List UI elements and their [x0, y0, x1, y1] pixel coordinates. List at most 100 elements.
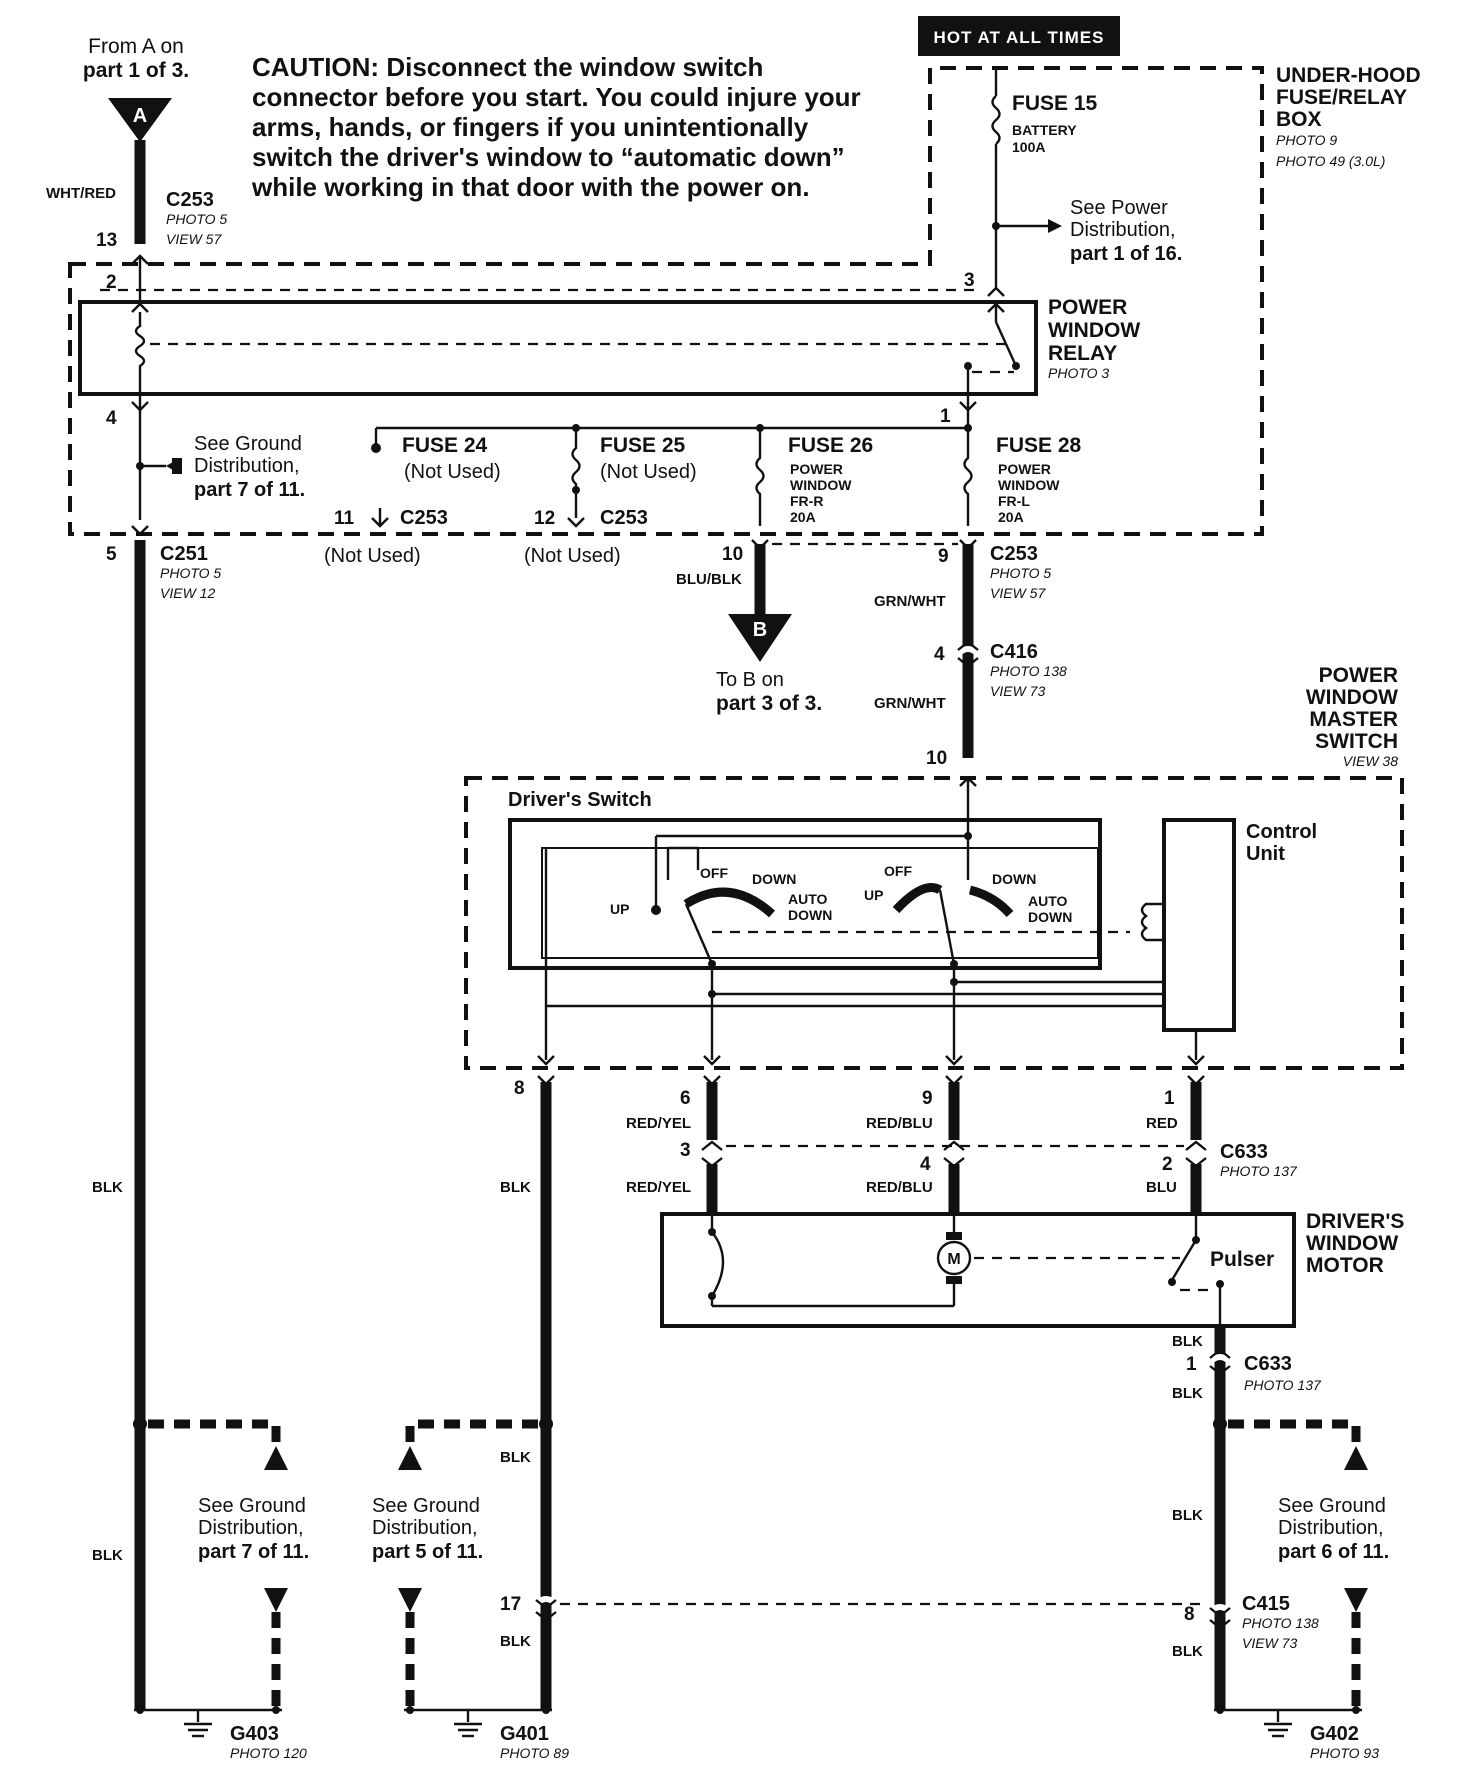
control-unit-coil	[1140, 902, 1164, 942]
c415-photo: PHOTO 138	[1242, 1615, 1319, 1631]
wire-color-blu: BLU	[1146, 1179, 1177, 1196]
svg-text:WINDOW: WINDOW	[1306, 686, 1398, 709]
c415-name: C415	[1242, 1593, 1290, 1615]
svg-text:FR-L: FR-L	[998, 493, 1030, 509]
drivers-switch-box	[508, 818, 1102, 970]
ground-g401: G401 PHOTO 89	[404, 1706, 569, 1761]
c253-pin12-name: C253	[600, 507, 648, 529]
svg-text:Distribution,: Distribution,	[1278, 1517, 1384, 1539]
fuse28-symbol	[963, 428, 973, 526]
pin-13: 13	[96, 230, 117, 251]
svg-text:Distribution,: Distribution,	[194, 455, 300, 477]
svg-text:PHOTO 9: PHOTO 9	[1276, 132, 1337, 148]
c633-bottom-name: C633	[1244, 1353, 1292, 1375]
caution-line: CAUTION: Disconnect the window switch	[252, 52, 763, 82]
connector-b-marker: B	[728, 614, 792, 662]
fuse26-symbol	[755, 428, 765, 526]
pin-2b: 2	[1162, 1154, 1173, 1175]
c253-top-photo: PHOTO 5	[166, 211, 227, 227]
pulser-label: Pulser	[1210, 1248, 1274, 1271]
switch-up-label: UP	[610, 901, 629, 917]
c633-bottom-photo: PHOTO 137	[1244, 1377, 1322, 1393]
c253-top-view: VIEW 57	[166, 231, 222, 247]
c253-top-name: C253	[166, 189, 214, 211]
to-b-line1: To B on	[716, 669, 784, 691]
c416-photo: PHOTO 138	[990, 663, 1067, 679]
pin-1b: 1	[1164, 1088, 1175, 1109]
pin-4c: 4	[920, 1154, 931, 1175]
svg-text:See Ground: See Ground	[372, 1495, 480, 1517]
switch-left: UP OFF DOWN AUTO DOWN	[610, 865, 832, 968]
pin-5: 5	[106, 544, 117, 565]
switch-up-label: UP	[864, 887, 883, 903]
c251-photo: PHOTO 5	[160, 565, 221, 581]
svg-text:FUSE/RELAY: FUSE/RELAY	[1276, 86, 1407, 109]
g402-name: G402	[1310, 1723, 1359, 1745]
see-ground-left-label: See Ground Distribution, part 7 of 11.	[198, 1495, 309, 1563]
svg-text:part 7 of 11.: part 7 of 11.	[198, 1541, 309, 1563]
fuse26-details: POWER WINDOW FR-R 20A	[790, 461, 852, 525]
pin-4b: 4	[934, 644, 945, 665]
fuse25-note: (Not Used)	[600, 461, 697, 483]
caution-line: switch the driver's window to “automatic…	[252, 142, 845, 172]
see-power-line1: See Power	[1070, 197, 1168, 219]
pin-10b: 10	[926, 748, 947, 769]
ground-g402: G402 PHOTO 93	[1214, 1706, 1379, 1761]
svg-text:See Ground: See Ground	[198, 1495, 306, 1517]
wire-color-blk: BLK	[1172, 1643, 1203, 1660]
g401-name: G401	[500, 1723, 549, 1745]
wire-color-blk: BLK	[1172, 1385, 1203, 1402]
drivers-window-motor-label: DRIVER'S WINDOW MOTOR	[1306, 1210, 1404, 1277]
caution-line: arms, hands, or fingers if you unintenti…	[252, 112, 809, 142]
c415-view: VIEW 73	[1242, 1635, 1297, 1651]
switch-down-label: DOWN	[752, 871, 796, 887]
pin-8b: 8	[1184, 1604, 1195, 1625]
svg-text:See Ground: See Ground	[194, 433, 302, 455]
fuse-relay-box-outline	[68, 66, 1264, 536]
drivers-window-motor-box	[660, 1212, 1296, 1328]
svg-text:HOT AT ALL TIMES: HOT AT ALL TIMES	[934, 28, 1105, 47]
svg-text:MOTOR: MOTOR	[1306, 1254, 1384, 1277]
see-power-line2: Distribution,	[1070, 219, 1176, 241]
svg-text:PHOTO 49 (3.0L): PHOTO 49 (3.0L)	[1276, 153, 1385, 169]
wire-color-blk: BLK	[1172, 1507, 1203, 1524]
wire-color-blk: BLK	[500, 1449, 531, 1466]
relay-switch-contact	[994, 321, 1018, 367]
pin-2: 2	[106, 272, 117, 293]
fuse15-line2: 100A	[1012, 139, 1045, 155]
wire-color-red-blu: RED/BLU	[866, 1179, 933, 1196]
svg-text:POWER: POWER	[1048, 296, 1127, 319]
wire-color-red-blu: RED/BLU	[866, 1115, 933, 1132]
c251-view: VIEW 12	[160, 585, 215, 601]
from-a-line1: From A on	[88, 35, 184, 58]
fuse26-name: FUSE 26	[788, 434, 873, 457]
svg-text:POWER: POWER	[1319, 664, 1398, 687]
relay-coil	[134, 312, 146, 392]
svg-text:PHOTO 3: PHOTO 3	[1048, 365, 1109, 381]
c251-name: C251	[160, 543, 208, 565]
pin-3b: 3	[680, 1140, 691, 1161]
switch-auto-label: AUTO	[1028, 893, 1068, 909]
fuse15-name: FUSE 15	[1012, 92, 1098, 115]
wire-color-blk: BLK	[92, 1547, 123, 1564]
control-unit-box	[1162, 818, 1236, 1032]
see-ground-mid-label: See Ground Distribution, part 5 of 11.	[372, 1495, 483, 1563]
pin-3: 3	[964, 270, 975, 291]
g403-name: G403	[230, 1723, 279, 1745]
fuse24-name: FUSE 24	[402, 434, 488, 457]
svg-text:WINDOW: WINDOW	[790, 477, 852, 493]
fuse28-name: FUSE 28	[996, 434, 1082, 457]
power-window-master-switch-outline	[464, 776, 1404, 1070]
wire-color-grn-wht: GRN/WHT	[874, 593, 946, 610]
svg-text:part 5 of 11.: part 5 of 11.	[372, 1541, 483, 1563]
fuse28-details: POWER WINDOW FR-L 20A	[998, 461, 1060, 525]
pin-1: 1	[940, 406, 951, 427]
g402-photo: PHOTO 93	[1310, 1745, 1379, 1761]
svg-text:SWITCH: SWITCH	[1315, 730, 1398, 753]
power-window-master-switch-label: POWER WINDOW MASTER SWITCH VIEW 38	[1306, 664, 1398, 769]
motor-m-label: M	[947, 1251, 960, 1268]
switch-right: UP OFF DOWN AUTO DOWN	[864, 863, 1072, 968]
wire-color-wht-red: WHT/RED	[46, 185, 116, 202]
pin-10: 10	[722, 544, 743, 565]
caution-note: CAUTION: Disconnect the window switch co…	[251, 52, 861, 202]
